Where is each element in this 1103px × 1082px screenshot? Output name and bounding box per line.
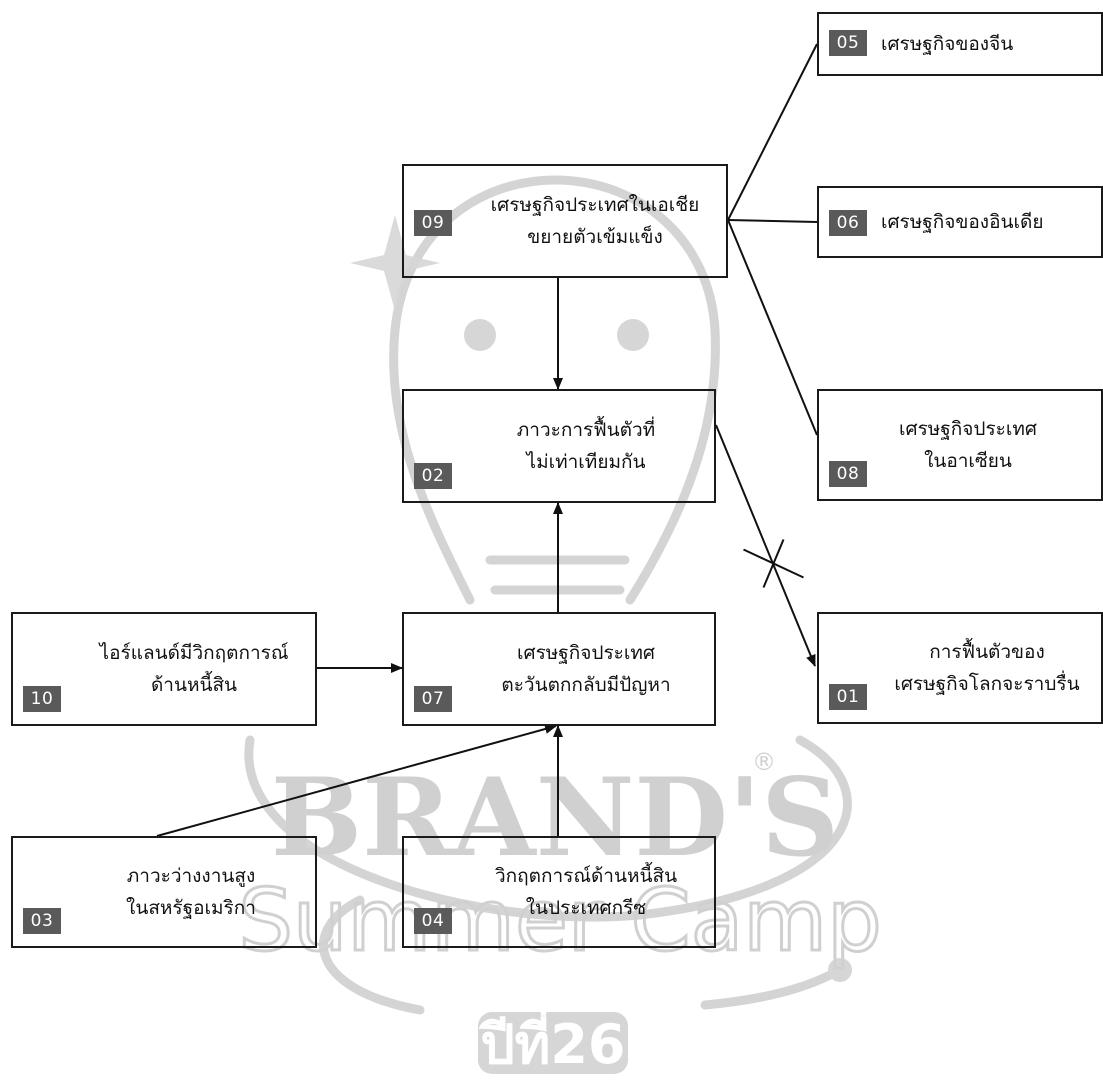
node-label-line: เศรษฐกิจโลกจะราบรื่น [894, 673, 1080, 695]
node-number-badge: 05 [829, 30, 867, 56]
node-label-line: ไม่เท่าเทียมกัน [526, 451, 646, 473]
node-number-badge: 04 [414, 908, 452, 934]
node-number-badge: 09 [414, 210, 452, 236]
node-label-line: ไอร์แลนด์มีวิกฤตการณ์ [99, 642, 289, 664]
watermark-event-text: Summer Camp [238, 871, 881, 971]
connector-09-to-06 [727, 219, 818, 223]
node-label-line: เศรษฐกิจประเทศ [517, 642, 655, 664]
node-04-greece-debt-crisis: 04 วิกฤตการณ์ด้านหนี้สิน ในประเทศกรีซ [402, 836, 716, 948]
node-label-line: เศรษฐกิจของจีน [881, 33, 1014, 55]
node-label-line: เศรษฐกิจประเทศในเอเชีย [490, 194, 700, 216]
node-number-badge: 10 [23, 686, 61, 712]
node-label-line: ในอาเซียน [924, 450, 1012, 472]
node-label-line: ในสหรัฐอเมริกา [126, 897, 256, 919]
node-05-china-economy: 05 เศรษฐกิจของจีน [817, 12, 1103, 76]
node-label-line: เศรษฐกิจประเทศ [899, 418, 1037, 440]
node-10-ireland-debt-crisis: 10 ไอร์แลนด์มีวิกฤตการณ์ ด้านหนี้สิน [11, 612, 317, 726]
watermark-brand-text: BRAND'S [271, 755, 839, 881]
watermark-edition-text: ปีที่26 [478, 1006, 625, 1076]
node-label-line: ด้านหนี้สิน [150, 674, 238, 696]
node-label-line: ตะวันตกกลับมีปัญหา [501, 674, 671, 696]
svg-text:®: ® [752, 748, 776, 776]
connector-09-to-05 [727, 43, 818, 221]
node-number-badge: 07 [414, 686, 452, 712]
node-number-badge: 02 [414, 463, 452, 489]
node-number-badge: 08 [829, 461, 867, 487]
node-label-line: ภาวะว่างงานสูง [126, 865, 256, 887]
node-01-world-economy-recovery: 01 การฟื้นตัวของ เศรษฐกิจโลกจะราบรื่น [817, 612, 1103, 724]
node-09-asian-economy-strong: 09 เศรษฐกิจประเทศในเอเชีย ขยายตัวเข้มแข็… [402, 164, 728, 278]
blocked-link-cross-mark [762, 539, 785, 588]
node-number-badge: 06 [829, 210, 867, 236]
node-02-unequal-recovery: 02 ภาวะการฟื้นตัวที่ ไม่เท่าเทียมกัน [402, 389, 716, 503]
node-number-badge: 01 [829, 684, 867, 710]
connector-09-to-08 [727, 219, 818, 436]
node-06-india-economy: 06 เศรษฐกิจของอินเดีย [817, 186, 1103, 258]
node-label-line: ในประเทศกรีซ [525, 897, 647, 919]
connector-03-to-07 [156, 724, 557, 837]
node-label-line: ขยายตัวเข้มแข็ง [527, 226, 663, 248]
node-07-western-economy-problems: 07 เศรษฐกิจประเทศ ตะวันตกกลับมีปัญหา [402, 612, 716, 726]
connector-02-to-01 [715, 424, 816, 667]
node-03-us-unemployment: 03 ภาวะว่างงานสูง ในสหรัฐอเมริกา [11, 836, 317, 948]
node-label-line: ภาวะการฟื้นตัวที่ [516, 419, 656, 441]
node-08-asean-economy: 08 เศรษฐกิจประเทศ ในอาเซียน [817, 389, 1103, 501]
node-label-line: เศรษฐกิจของอินเดีย [881, 211, 1044, 233]
node-label-line: การฟื้นตัวของ [929, 641, 1045, 663]
node-label-line: วิกฤตการณ์ด้านหนี้สิน [494, 865, 678, 887]
node-number-badge: 03 [23, 908, 61, 934]
